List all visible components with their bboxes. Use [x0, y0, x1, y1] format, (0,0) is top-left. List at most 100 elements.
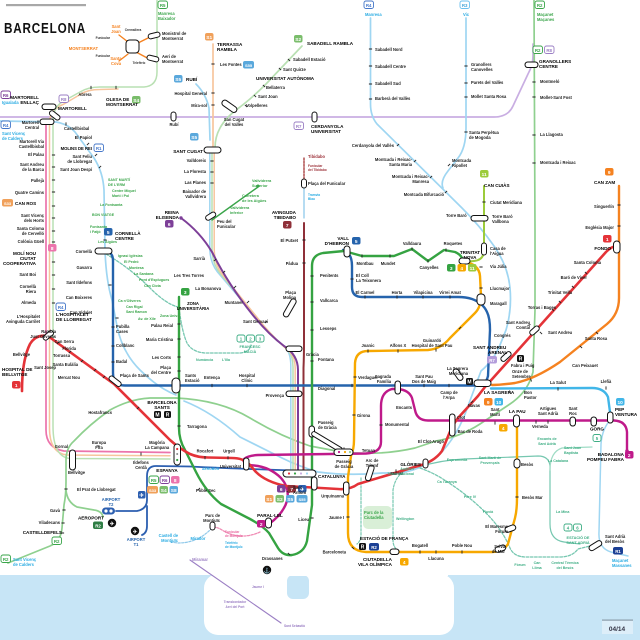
- svg-text:R6: R6: [3, 93, 9, 98]
- svg-text:Montjuïc: Montjuïc: [161, 538, 179, 543]
- svg-text:7: 7: [286, 223, 289, 229]
- svg-text:Família: Família: [377, 379, 392, 384]
- svg-text:Pere IV: Pere IV: [464, 495, 477, 499]
- svg-text:Verdaguer: Verdaguer: [358, 375, 378, 380]
- svg-text:de Montjuïc: de Montjuïc: [225, 534, 243, 538]
- svg-text:10: 10: [618, 400, 624, 406]
- svg-text:Gavà: Gavà: [50, 508, 61, 513]
- svg-text:Hospital General: Hospital General: [174, 91, 207, 96]
- svg-text:Cova: Cova: [111, 61, 122, 66]
- svg-text:Massanes: Massanes: [612, 563, 632, 568]
- svg-text:i Fatjó: i Fatjó: [90, 230, 101, 234]
- svg-text:Diagonal: Diagonal: [318, 386, 335, 391]
- svg-text:Via Júlia: Via Júlia: [490, 264, 507, 269]
- svg-text:ZONA: ZONA: [187, 301, 199, 306]
- svg-text:8: 8: [174, 478, 177, 484]
- svg-text:Sant Vicenç: Sant Vicenç: [21, 213, 45, 218]
- svg-text:Entença: Entença: [204, 375, 221, 380]
- svg-text:Clot: Clot: [457, 415, 466, 420]
- svg-text:T1: T1: [134, 542, 140, 547]
- svg-text:R7: R7: [489, 358, 495, 363]
- svg-text:S33: S33: [4, 201, 12, 206]
- svg-text:Montcada i Reixac-: Montcada i Reixac-: [392, 174, 430, 179]
- svg-text:TERRASSA: TERRASSA: [217, 42, 243, 47]
- svg-text:S2: S2: [277, 497, 283, 503]
- svg-text:TIBIDABO: TIBIDABO: [274, 215, 297, 220]
- svg-text:El Papiol: El Papiol: [75, 135, 92, 140]
- svg-text:Sabadell Sud: Sabadell Sud: [375, 81, 401, 86]
- svg-text:Manresa: Manresa: [412, 179, 429, 184]
- svg-text:Hospital de Sant Pau: Hospital de Sant Pau: [412, 343, 453, 348]
- svg-text:Martorell: Martorell: [22, 120, 39, 125]
- svg-text:Les Tres Torres: Les Tres Torres: [174, 273, 205, 278]
- svg-text:Casa de: Casa de: [490, 246, 506, 251]
- svg-text:Funicular: Funicular: [217, 224, 236, 229]
- svg-text:La Bonanova: La Bonanova: [195, 286, 221, 291]
- svg-text:Estació: Estació: [185, 378, 200, 383]
- svg-text:Cremallera: Cremallera: [125, 28, 142, 32]
- svg-text:R2: R2: [95, 523, 101, 528]
- svg-text:El Palau: El Palau: [28, 152, 44, 157]
- svg-text:Setembre: Setembre: [512, 374, 531, 379]
- svg-text:Almeda: Almeda: [21, 300, 37, 305]
- svg-text:NOVA: NOVA: [464, 255, 478, 260]
- svg-text:Central: Central: [25, 125, 39, 130]
- svg-text:ENLLAÇ: ENLLAÇ: [20, 100, 39, 105]
- svg-text:✈: ✈: [300, 487, 305, 493]
- svg-text:Ignasi Iglésias: Ignasi Iglésias: [118, 254, 143, 258]
- svg-text:Fontana: Fontana: [318, 357, 335, 362]
- svg-text:Barberà del Vallès: Barberà del Vallès: [375, 96, 411, 101]
- svg-text:Peu del: Peu del: [217, 219, 232, 224]
- svg-text:Bac de Roda: Bac de Roda: [458, 429, 484, 434]
- svg-text:Sant: Sant: [293, 485, 303, 490]
- svg-text:ESTACIÓ DE FRANÇA: ESTACIÓ DE FRANÇA: [360, 534, 409, 541]
- svg-text:Tramvia: Tramvia: [308, 193, 320, 197]
- svg-text:Passeig: Passeig: [318, 420, 334, 425]
- svg-text:Teatre Nacional: Teatre Nacional: [388, 472, 415, 476]
- svg-text:Can Boixeres: Can Boixeres: [66, 295, 93, 300]
- svg-text:Congrés: Congrés: [494, 333, 511, 338]
- svg-text:AEROBÚS: AEROBÚS: [202, 466, 220, 471]
- svg-text:CAN ROS: CAN ROS: [15, 201, 36, 206]
- svg-text:Sant Martí de: Sant Martí de: [479, 456, 502, 460]
- svg-text:BADALONA: BADALONA: [598, 452, 625, 457]
- svg-text:Vallbona: Vallbona: [492, 219, 510, 224]
- svg-text:Maçanet: Maçanet: [537, 12, 554, 17]
- svg-text:Provençals: Provençals: [480, 461, 499, 465]
- svg-text:M: M: [467, 380, 471, 386]
- svg-text:CASTELLDEFELS: CASTELLDEFELS: [23, 530, 62, 535]
- svg-text:Meridiana: Meridiana: [449, 371, 469, 376]
- svg-text:MARTORELL: MARTORELL: [10, 95, 39, 100]
- svg-text:R4: R4: [3, 123, 9, 128]
- svg-text:✈: ✈: [139, 493, 144, 499]
- svg-text:Aeri del Port: Aeri del Port: [226, 605, 246, 609]
- svg-text:Canyelles: Canyelles: [419, 265, 439, 270]
- svg-text:Plaça: Plaça: [285, 290, 296, 295]
- svg-text:Can Rigal: Can Rigal: [126, 305, 143, 309]
- svg-text:RUBÍ: RUBÍ: [186, 75, 198, 82]
- svg-text:Ca l'Aranya: Ca l'Aranya: [437, 480, 458, 484]
- svg-text:AVINGUDA: AVINGUDA: [272, 210, 297, 215]
- svg-text:Quatre Camins: Quatre Camins: [15, 190, 45, 195]
- svg-text:del Tibidabo: del Tibidabo: [308, 168, 327, 172]
- svg-text:Les Aigües: Les Aigües: [98, 240, 117, 244]
- svg-text:Abrera: Abrera: [78, 92, 92, 97]
- svg-text:R1: R1: [96, 146, 102, 151]
- svg-text:✈: ✈: [133, 529, 138, 535]
- svg-text:D'HEBRON: D'HEBRON: [325, 241, 350, 246]
- svg-text:Singuerlín: Singuerlín: [594, 204, 615, 209]
- svg-text:Fluvià: Fluvià: [483, 510, 493, 514]
- svg-text:El Clot-Aragó: El Clot-Aragó: [418, 439, 445, 444]
- svg-text:Wellington: Wellington: [396, 517, 414, 521]
- svg-text:Inferior: Inferior: [230, 211, 244, 215]
- svg-text:Sant Andreu: Sant Andreu: [20, 162, 45, 167]
- svg-text:Rubí: Rubí: [169, 122, 179, 127]
- svg-text:4: 4: [502, 426, 505, 432]
- svg-text:Cornellà: Cornellà: [20, 284, 37, 289]
- svg-text:Santa Maria: Santa Maria: [389, 162, 413, 167]
- svg-text:R: R: [519, 357, 523, 363]
- svg-text:VENTURA: VENTURA: [615, 412, 638, 417]
- svg-text:VALL: VALL: [337, 236, 349, 241]
- svg-text:6: 6: [280, 487, 283, 493]
- svg-text:El Putxet: El Putxet: [280, 238, 298, 243]
